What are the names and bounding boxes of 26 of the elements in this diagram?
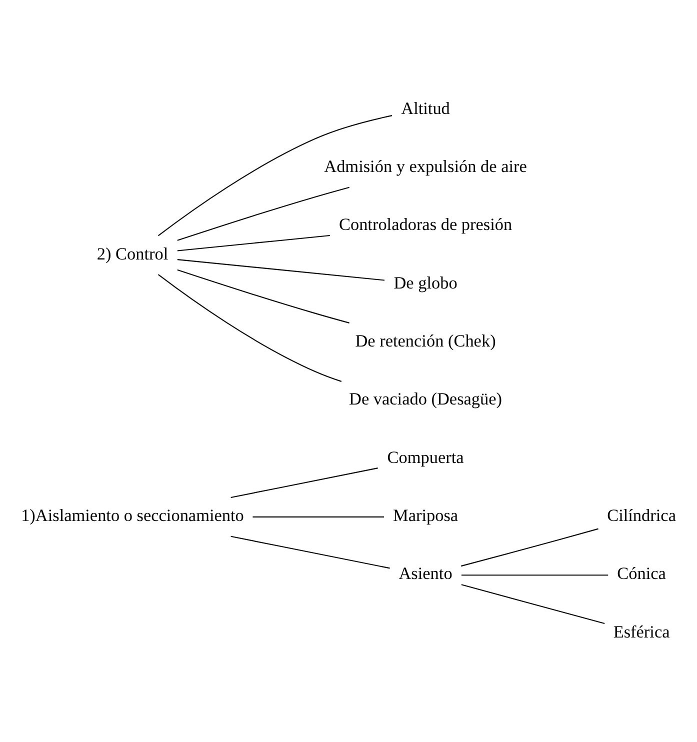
node-text: Cilíndrica <box>607 506 676 525</box>
connector <box>158 114 392 236</box>
connector <box>230 467 378 498</box>
connector <box>177 234 330 251</box>
node-text: De retención (Chek) <box>355 331 496 350</box>
node-text: Admisión y expulsión de aire <box>324 156 527 176</box>
node-text: 2) Control <box>96 244 168 263</box>
connector <box>252 516 384 517</box>
node-text: 1)Aislamiento o seccionamiento <box>21 506 244 525</box>
connector <box>177 186 350 240</box>
node-text: De globo <box>394 272 458 292</box>
connector <box>230 535 390 568</box>
connector <box>177 258 384 280</box>
connector <box>177 268 350 323</box>
node-text: Esférica <box>613 622 670 641</box>
connector <box>460 528 598 566</box>
connector <box>158 274 342 382</box>
connector <box>461 574 608 576</box>
node-text: Compuerta <box>387 447 464 466</box>
node-text: De vaciado (Desagüe) <box>349 389 502 408</box>
node-text: Altitud <box>401 98 450 118</box>
node-text: Controladoras de presión <box>338 214 512 234</box>
node-text: Mariposa <box>393 506 458 525</box>
node-text: Cónica <box>617 564 666 583</box>
node-text: Asiento <box>398 564 452 583</box>
connector <box>461 584 605 624</box>
